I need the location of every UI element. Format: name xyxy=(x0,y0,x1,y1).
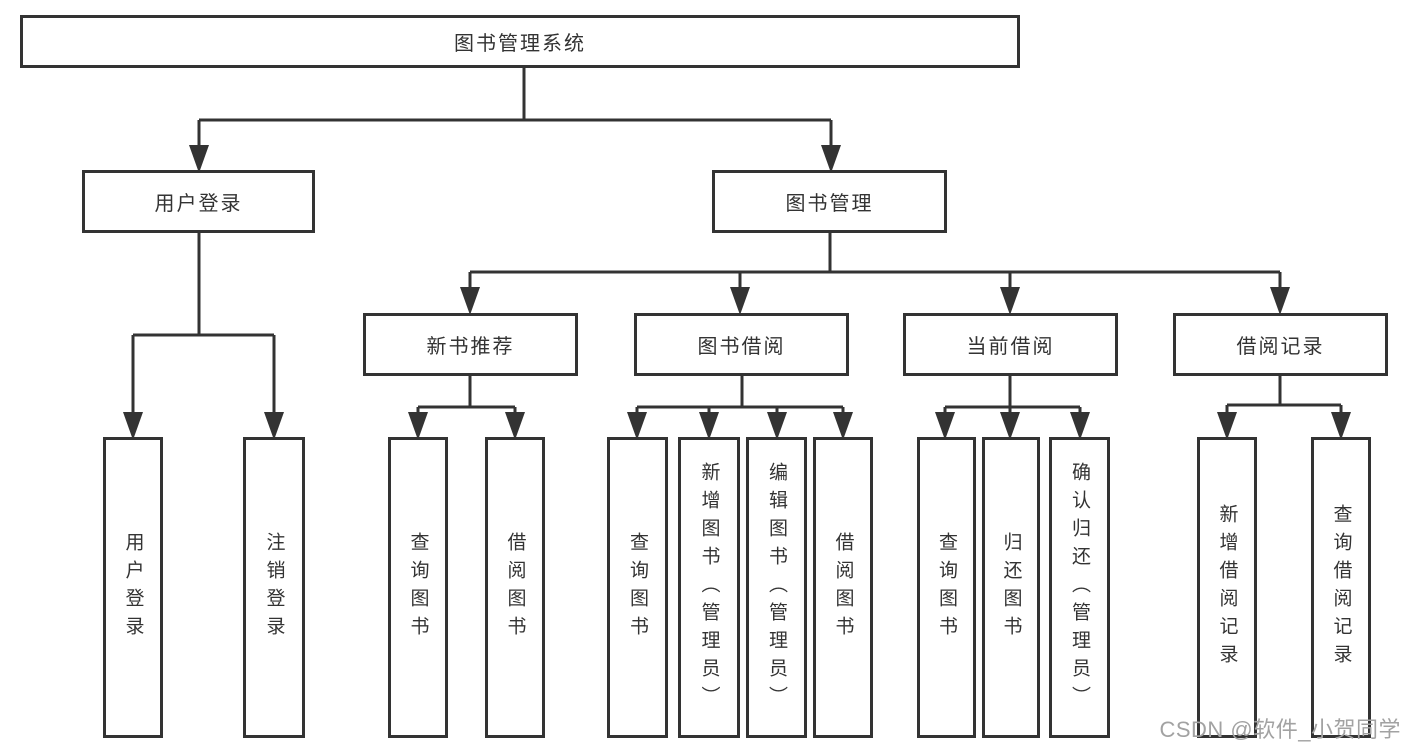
node-label: 图书借阅 xyxy=(697,336,786,358)
connector-book-management xyxy=(468,233,1282,292)
node-book-management: 图书管理 xyxy=(712,170,947,233)
arrowhead xyxy=(935,412,955,440)
arrowhead xyxy=(627,412,647,440)
connector-user-login xyxy=(131,233,276,417)
arrowhead xyxy=(1070,412,1090,440)
arrowhead xyxy=(505,412,525,440)
connector-current-borrowing xyxy=(943,376,1082,417)
node-leaf-borrowing-edit-books: 编辑图书（管理员） xyxy=(746,437,807,738)
node-label: 归还图书 xyxy=(1000,531,1022,644)
connector-borrowing-records xyxy=(1225,376,1343,417)
node-leaf-borrowing-borrow-books: 借阅图书 xyxy=(813,437,873,738)
node-label: 编辑图书（管理员） xyxy=(766,461,787,714)
node-label: 新增借阅记录 xyxy=(1216,503,1238,672)
arrowhead xyxy=(1000,412,1020,440)
arrowhead xyxy=(123,412,143,440)
arrowhead xyxy=(730,287,750,315)
arrowhead xyxy=(1331,412,1351,440)
arrowhead xyxy=(1000,287,1020,315)
node-label: 图书管理 xyxy=(785,193,874,215)
connector-book-borrowing xyxy=(635,376,845,417)
node-leaf-borrowing-add-books: 新增图书（管理员） xyxy=(678,437,740,738)
connector-new-book-recommend xyxy=(416,376,517,417)
node-user-login: 用户登录 xyxy=(82,170,315,233)
arrowhead xyxy=(833,412,853,440)
node-leaf-borrowing-query-books: 查询图书 xyxy=(607,437,668,738)
arrowhead xyxy=(264,412,284,440)
node-label: 新增图书（管理员） xyxy=(698,461,720,714)
node-leaf-current-confirm-return: 确认归还（管理员） xyxy=(1049,437,1110,738)
arrowhead xyxy=(189,145,209,173)
arrowhead xyxy=(821,145,841,173)
node-leaf-current-query-books: 查询图书 xyxy=(917,437,976,738)
connector-root-to-level2 xyxy=(197,68,833,150)
node-borrowing-records: 借阅记录 xyxy=(1173,313,1388,376)
node-leaf-logout: 注销登录 xyxy=(243,437,305,738)
node-label: 当前借阅 xyxy=(966,336,1055,358)
node-book-borrowing: 图书借阅 xyxy=(634,313,849,376)
node-label: 查询图书 xyxy=(627,531,648,644)
node-leaf-recommend-borrow-books: 借阅图书 xyxy=(485,437,545,738)
node-label: 借阅图书 xyxy=(504,531,526,644)
node-current-borrowing: 当前借阅 xyxy=(903,313,1118,376)
node-label: 确认归还（管理员） xyxy=(1069,461,1090,714)
arrowhead xyxy=(460,287,480,315)
node-leaf-user-login: 用户登录 xyxy=(103,437,163,738)
node-leaf-current-return-books: 归还图书 xyxy=(982,437,1040,738)
arrowhead xyxy=(1217,412,1237,440)
node-new-book-recommend: 新书推荐 xyxy=(363,313,578,376)
node-root: 图书管理系统 xyxy=(20,15,1020,68)
node-label: 借阅图书 xyxy=(832,531,854,644)
node-leaf-recommend-query-books: 查询图书 xyxy=(388,437,448,738)
node-label: 查询图书 xyxy=(407,531,429,644)
node-label: 用户登录 xyxy=(154,193,243,215)
node-label: 查询图书 xyxy=(936,531,957,644)
csdn-watermark: CSDN @软件_小贺同学 xyxy=(1159,717,1401,742)
node-leaf-records-query-record: 查询借阅记录 xyxy=(1311,437,1371,738)
node-label: 借阅记录 xyxy=(1236,336,1325,358)
node-label: 注销登录 xyxy=(263,531,285,644)
node-label: 新书推荐 xyxy=(426,336,515,358)
node-label: 查询借阅记录 xyxy=(1330,503,1352,672)
arrowhead xyxy=(699,412,719,440)
arrowhead xyxy=(1270,287,1290,315)
node-label: 图书管理系统 xyxy=(454,33,586,55)
node-leaf-records-add-record: 新增借阅记录 xyxy=(1197,437,1257,738)
arrowhead xyxy=(408,412,428,440)
node-label: 用户登录 xyxy=(122,531,144,644)
arrowhead xyxy=(767,412,787,440)
